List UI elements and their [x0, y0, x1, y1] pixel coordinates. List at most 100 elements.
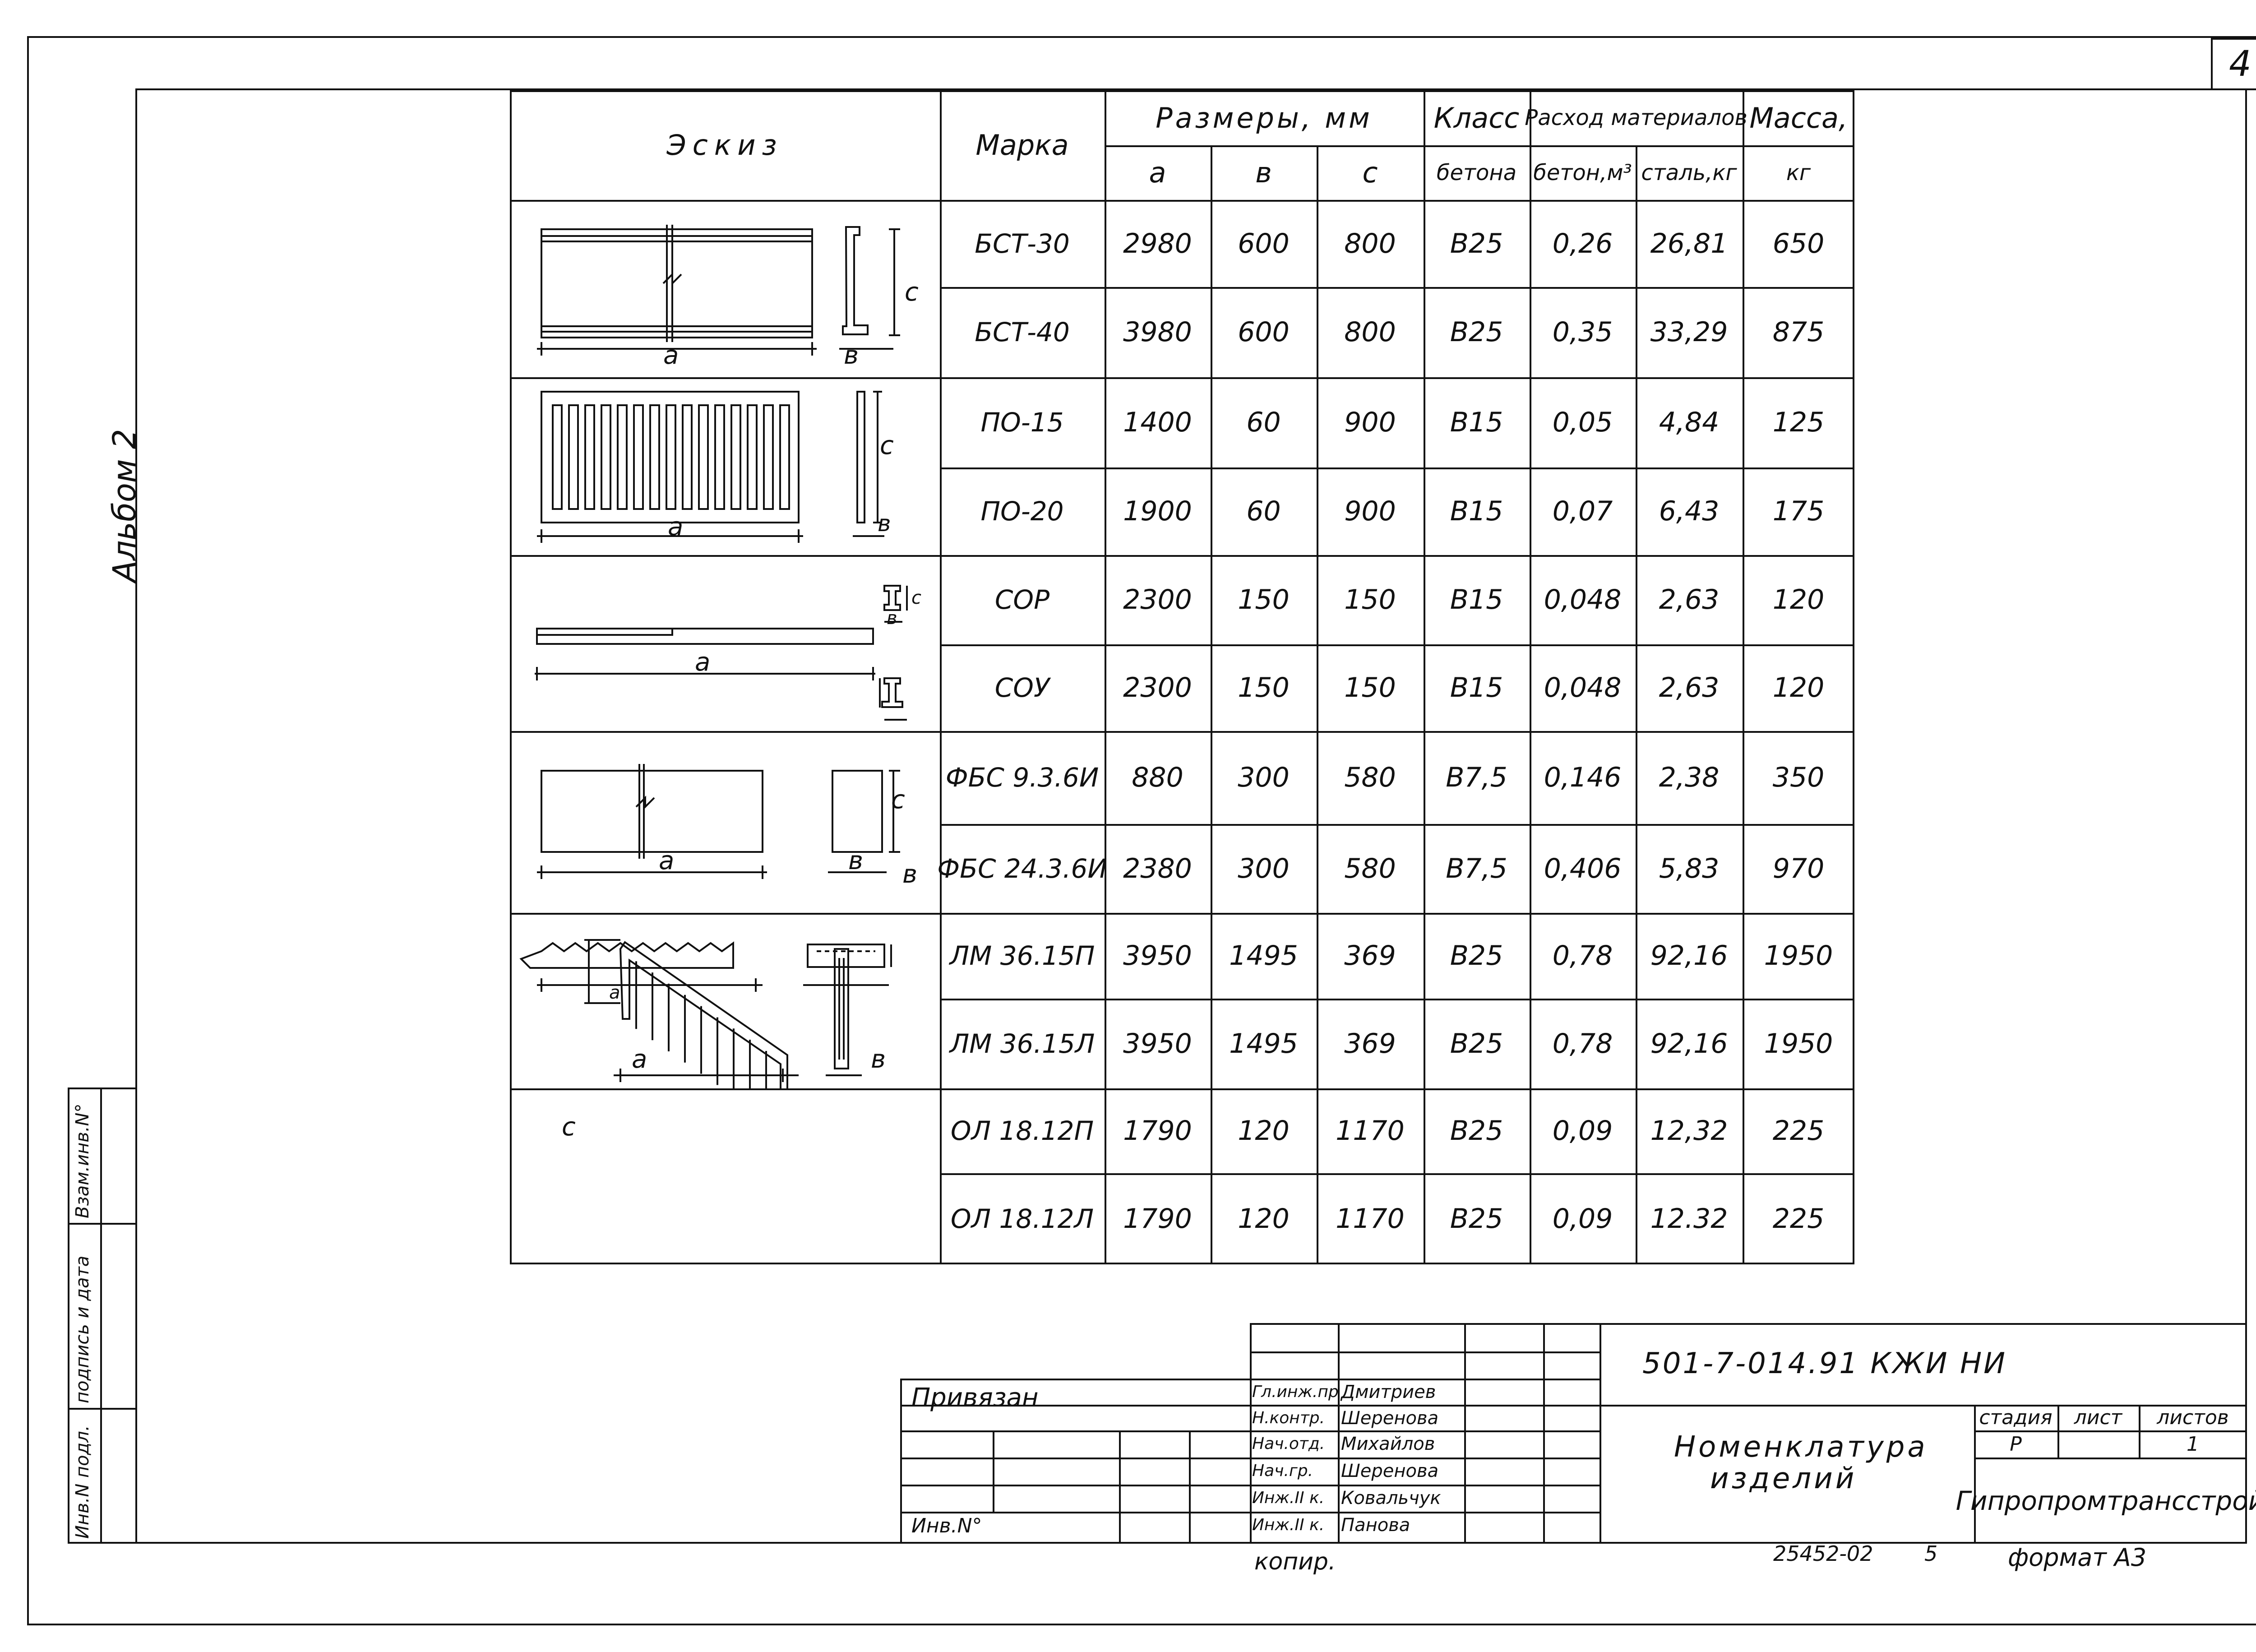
- cell-mark: СОР: [994, 584, 1050, 615]
- header-class: Класс: [1433, 101, 1520, 134]
- cell-b: 300: [1238, 852, 1290, 884]
- cell-c: 800: [1344, 227, 1396, 259]
- sketch-label-a: а: [609, 982, 620, 1003]
- cell-b: 60: [1246, 495, 1281, 527]
- cell-cls: В15: [1450, 672, 1503, 703]
- slot: [552, 404, 563, 510]
- trim-line-left: [27, 36, 29, 1624]
- grid-v: [1636, 145, 1637, 1264]
- slot: [633, 404, 644, 510]
- sketch-label-b: в: [844, 341, 859, 370]
- role-title: Н.контр.: [1252, 1409, 1325, 1427]
- cell-conc: 0,07: [1552, 495, 1613, 527]
- cell-mass: 225: [1772, 1115, 1825, 1147]
- cell-mark: БСТ-40: [975, 317, 1070, 347]
- cell-mark: ЛМ 36.15П: [949, 940, 1095, 971]
- sketch-label-b: в: [902, 860, 918, 889]
- sketch-label-a: а: [632, 1045, 647, 1074]
- tb-line: [2057, 1405, 2059, 1458]
- cell-cls: В25: [1450, 1027, 1503, 1060]
- header-dimensions: Размеры, мм: [1156, 101, 1373, 134]
- format-label: формат А3: [2008, 1543, 2147, 1572]
- cell-a: 1400: [1123, 407, 1192, 438]
- header-steel: сталь,кг: [1641, 160, 1737, 185]
- tb-line: [993, 1430, 994, 1512]
- cell-mark: ФБС 24.3.6И: [937, 853, 1107, 884]
- cell-steel: 33,29: [1650, 316, 1728, 348]
- slot: [747, 404, 758, 510]
- cell-conc: 0,406: [1544, 852, 1622, 884]
- role-name: Шеренова: [1341, 1408, 1439, 1429]
- slot: [649, 404, 660, 510]
- grid-h: [510, 200, 1854, 202]
- tb-line: [1250, 1323, 1252, 1544]
- slot: [666, 404, 676, 510]
- slot: [617, 404, 628, 510]
- tb-line: [1189, 1430, 1191, 1544]
- cell-steel: 4,84: [1659, 407, 1720, 438]
- role-title: Нач.отд.: [1252, 1435, 1325, 1453]
- header-class-concrete: бетона: [1436, 160, 1517, 185]
- cell-steel: 26,81: [1650, 227, 1728, 259]
- cell-b: 150: [1238, 584, 1290, 615]
- cell-a: 880: [1132, 762, 1183, 793]
- grid-h: [940, 1173, 1854, 1175]
- stamp-vzam: Взам.инв.N°: [72, 1103, 93, 1218]
- tb-line: [900, 1485, 1600, 1486]
- left-stamp: [68, 1087, 137, 1544]
- grid-h: [510, 1088, 1854, 1090]
- cell-a: 2380: [1123, 852, 1192, 884]
- role-title: Инж.II к.: [1252, 1489, 1325, 1507]
- tb-line: [1974, 1458, 2247, 1459]
- cell-steel: 5,83: [1659, 852, 1720, 884]
- tb-line: [1543, 1323, 1545, 1544]
- doc-title-2: изделий: [1710, 1462, 1857, 1495]
- cell-steel: 6,43: [1659, 495, 1720, 527]
- cell-mass: 125: [1772, 407, 1825, 438]
- nomenclature-table: [510, 90, 1854, 1264]
- left-stamp-line: [68, 1408, 137, 1410]
- sketch-lm: [519, 941, 892, 992]
- sketch-area: [519, 225, 908, 1089]
- header-dim-a: а: [1149, 156, 1166, 189]
- cell-cls: В25: [1450, 940, 1503, 972]
- cell-mark: СОУ: [994, 672, 1050, 703]
- cell-a: 3950: [1123, 940, 1192, 972]
- tb-line: [1338, 1323, 1340, 1544]
- cell-a: 2980: [1123, 227, 1192, 259]
- privyazan-label: Привязан: [911, 1383, 1039, 1412]
- grid-v: [1211, 145, 1212, 1264]
- tb-line: [1250, 1351, 1600, 1353]
- listov-value: 1: [2187, 1432, 2199, 1456]
- cell-b: 120: [1238, 1203, 1290, 1235]
- cell-mass: 875: [1772, 316, 1825, 348]
- grid-h: [940, 824, 1854, 826]
- header-dim-b: в: [1255, 156, 1272, 189]
- cell-steel: 12.32: [1650, 1203, 1728, 1235]
- cell-b: 1495: [1229, 1027, 1298, 1060]
- cell-mass: 175: [1772, 495, 1825, 527]
- grid-h: [1105, 145, 1854, 147]
- cell-b: 1495: [1229, 940, 1298, 972]
- cell-mass: 650: [1772, 227, 1825, 259]
- tb-line: [1119, 1430, 1121, 1544]
- role-title: Инж.II к.: [1252, 1516, 1325, 1534]
- cell-mass: 120: [1772, 672, 1825, 703]
- cell-cls: В25: [1450, 316, 1503, 348]
- slot: [730, 404, 741, 510]
- sketch-label-c: с: [562, 1112, 576, 1142]
- grid-h: [940, 644, 1854, 646]
- slot: [682, 404, 693, 510]
- cell-mass: 225: [1772, 1203, 1825, 1235]
- cell-c: 369: [1344, 1027, 1396, 1060]
- kopir-label: копир.: [1254, 1548, 1336, 1575]
- grid-h: [510, 377, 1854, 379]
- slot: [779, 404, 790, 510]
- sketch-fbs: [537, 764, 900, 879]
- header-mark: Марка: [975, 129, 1069, 162]
- tb-line: [900, 1379, 902, 1544]
- cell-b: 600: [1238, 316, 1290, 348]
- header-concrete: бетон,м³: [1533, 160, 1632, 185]
- cell-a: 3950: [1123, 1027, 1192, 1060]
- cell-c: 900: [1344, 407, 1396, 438]
